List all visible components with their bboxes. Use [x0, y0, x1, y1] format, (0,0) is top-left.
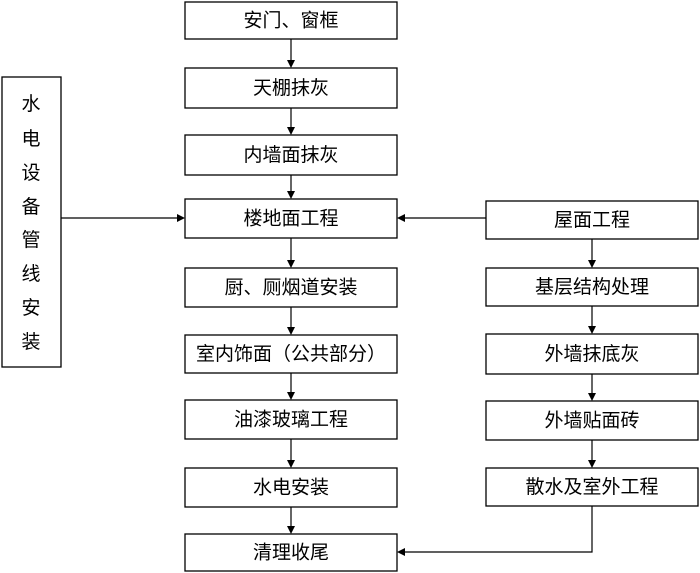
right-step-5: 散水及室外工程	[485, 467, 699, 507]
right-step-4: 外墙贴面砖	[485, 400, 699, 441]
right-step-3: 外墙抹底灰	[485, 333, 699, 375]
main-arrow-8	[287, 507, 295, 534]
main-step-5: 厨、厕烟道安装	[184, 267, 398, 308]
main-step-2: 天棚抹灰	[184, 67, 398, 109]
main-step-3: 内墙面抹灰	[184, 134, 398, 176]
main-arrow-6	[287, 373, 295, 400]
right-steps: 屋面工程 基层结构处理 外墙抹底灰 外墙贴面砖 散水及室外工程	[485, 200, 699, 507]
svg-text:水电安装: 水电安装	[253, 477, 329, 499]
side-task-box: 水 电 设 备 管 线 安 装	[1, 76, 62, 368]
svg-text:外墙抹底灰: 外墙抹底灰	[544, 343, 639, 365]
right-step-2: 基层结构处理	[485, 267, 699, 307]
side-task-char-2: 电	[21, 128, 40, 150]
side-task-char-5: 管	[21, 229, 40, 251]
right-arrow-3	[588, 374, 596, 401]
right-arrow-1	[588, 239, 596, 268]
connectors	[61, 39, 596, 556]
svg-text:厨、厕烟道安装: 厨、厕烟道安装	[224, 277, 357, 299]
svg-text:基层结构处理: 基层结构处理	[535, 276, 649, 298]
right-arrow-2	[588, 306, 596, 334]
svg-text:内墙面抹灰: 内墙面抹灰	[243, 144, 338, 166]
main-arrow-7	[287, 439, 295, 468]
main-step-7: 油漆玻璃工程	[184, 399, 398, 440]
main-step-6: 室内饰面（公共部分）	[184, 334, 398, 374]
main-steps: 安门、窗框 天棚抹灰 内墙面抹灰 楼地面工程 厨、厕烟道安装 室内饰面（公共部分…	[184, 1, 398, 572]
side-task-char-3: 设	[21, 162, 40, 184]
svg-text:安门、窗框: 安门、窗框	[243, 10, 338, 32]
svg-text:屋面工程: 屋面工程	[554, 209, 630, 231]
svg-text:楼地面工程: 楼地面工程	[243, 208, 338, 230]
main-arrow-3	[287, 175, 295, 199]
svg-text:室内饰面（公共部分）: 室内饰面（公共部分）	[196, 343, 386, 365]
svg-text:外墙贴面砖: 外墙贴面砖	[544, 410, 639, 432]
side-task-char-4: 备	[21, 196, 40, 218]
svg-text:天棚抹灰: 天棚抹灰	[253, 77, 329, 99]
svg-text:散水及室外工程: 散水及室外工程	[525, 476, 658, 498]
main-step-8: 水电安装	[184, 467, 398, 508]
side-task-char-6: 线	[21, 263, 40, 285]
side-task-char-7: 安	[21, 297, 40, 319]
side-task-char-1: 水	[21, 93, 40, 115]
main-step-4: 楼地面工程	[184, 198, 398, 239]
main-step-9: 清理收尾	[184, 533, 398, 572]
side-to-main-arrow	[61, 214, 185, 222]
svg-text:油漆玻璃工程: 油漆玻璃工程	[234, 409, 348, 431]
main-arrow-4	[287, 238, 295, 268]
right-step-1: 屋面工程	[485, 200, 699, 240]
main-step-1: 安门、窗框	[184, 1, 398, 40]
right-arrow-4	[588, 440, 596, 468]
svg-text:清理收尾: 清理收尾	[253, 542, 329, 564]
exterior-to-cleanup-arrow	[397, 506, 593, 556]
main-arrow-5	[287, 307, 295, 335]
right-to-main-arrow	[397, 214, 486, 222]
main-arrow-1	[287, 39, 295, 68]
side-task-char-8: 装	[21, 331, 40, 353]
main-arrow-2	[287, 108, 295, 135]
